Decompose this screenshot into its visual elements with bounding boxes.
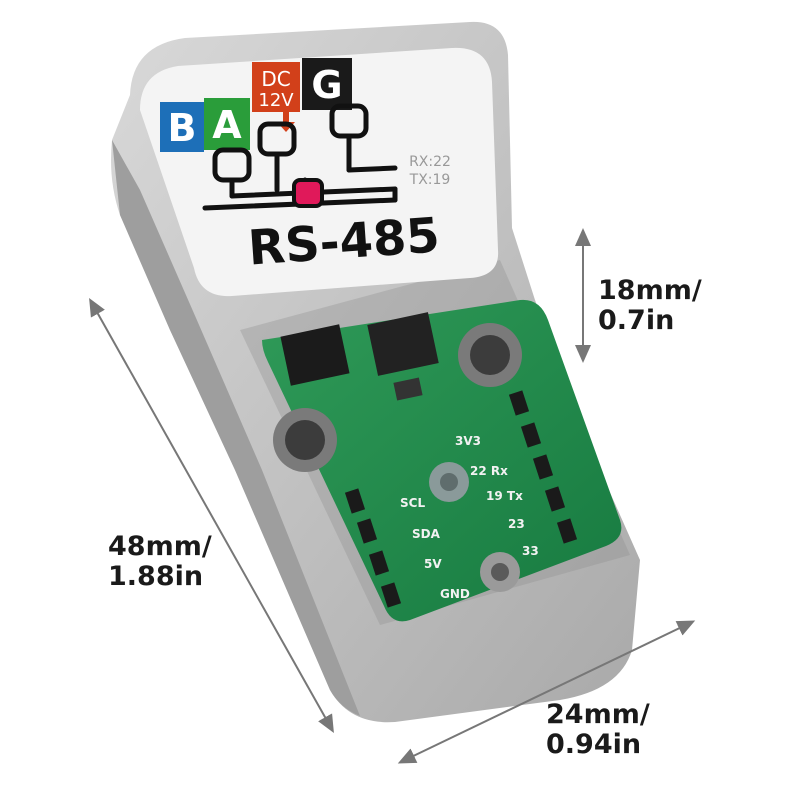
svg-text:12V: 12V (258, 90, 294, 111)
pin-label-22rx: 22 Rx (470, 464, 508, 478)
pin-label-19tx: 19 Tx (486, 489, 523, 503)
pin-label-33: 33 (522, 544, 539, 558)
svg-text:A: A (212, 103, 242, 147)
width-dimension-arrow (397, 620, 696, 764)
length-mm: 48mm/ (108, 531, 212, 562)
left-pin-labels: SCL SDA 5V GND (400, 496, 470, 601)
right-pin-labels: 3V3 22 Rx 19 Tx 23 33 (455, 434, 539, 558)
port-badge-a: A (204, 98, 250, 150)
right-pin-header (508, 390, 578, 544)
pin-label-23: 23 (508, 517, 525, 531)
height-mm: 18mm/ (598, 275, 702, 306)
pin-label-3v3: 3V3 (455, 434, 481, 448)
tx-pin-label: TX:19 (409, 172, 451, 188)
length-dimension-label: 48mm/ 1.88in (108, 532, 212, 592)
pin-label-sda: SDA (412, 527, 441, 541)
product-name: RS-485 (246, 207, 441, 276)
width-dimension-label: 24mm/ 0.94in (546, 700, 650, 760)
svg-text:DC: DC (261, 67, 290, 91)
length-dimension-arrow (89, 298, 334, 733)
pin-label-scl: SCL (400, 496, 425, 510)
height-dimension-label: 18mm/ 0.7in (598, 276, 702, 336)
pin-label-5v: 5V (424, 557, 442, 571)
width-mm: 24mm/ (546, 699, 650, 730)
port-badge-g: G (302, 58, 352, 110)
width-in: 0.94in (546, 729, 642, 760)
port-badge-b: B (160, 102, 204, 152)
port-badge-dc: DC 12V (252, 62, 300, 112)
rx-pin-label: RX:22 (409, 154, 451, 170)
svg-text:B: B (168, 106, 197, 150)
signal-node (292, 178, 324, 208)
height-in: 0.7in (598, 305, 675, 336)
length-in: 1.88in (108, 561, 204, 592)
svg-text:G: G (311, 63, 342, 107)
pin-label-gnd: GND (440, 587, 470, 601)
left-pin-header (344, 488, 402, 608)
